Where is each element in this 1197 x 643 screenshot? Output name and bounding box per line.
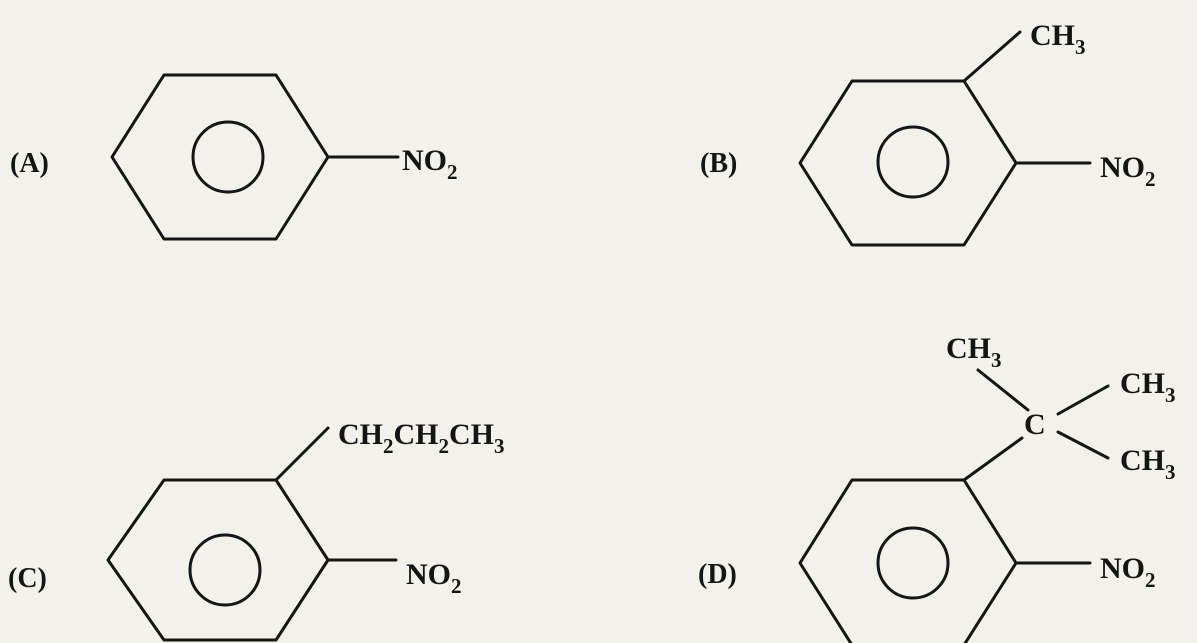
bond-central-carbon-d [962, 436, 1024, 482]
option-label-a: (A) [10, 148, 49, 179]
benzene-ring-c [106, 478, 330, 642]
benzene-ring-b [798, 79, 1018, 247]
benzene-ring-d [798, 478, 1018, 643]
option-label-b: (B) [700, 148, 737, 179]
option-label-c: (C) [8, 563, 47, 594]
option-label-d: (D) [698, 559, 737, 590]
structure-b: (B) CH3 NO2 [700, 19, 1156, 247]
benzene-ring-a [110, 73, 330, 241]
bond-propyl-c [274, 426, 330, 482]
bond-methyl-top-d [976, 368, 1030, 412]
methyl-right-lower-d: CH3 [1120, 444, 1176, 484]
propyl-group-c: CH2CH2CH3 [338, 418, 505, 458]
nitro-group-d: NO2 [1100, 552, 1156, 592]
structure-a: (A) NO2 [10, 73, 458, 241]
central-carbon-d: C [1024, 408, 1046, 441]
nitro-group-b: NO2 [1100, 151, 1156, 191]
methyl-group-b: CH3 [1030, 19, 1086, 59]
methyl-top-d: CH3 [946, 332, 1002, 372]
structure-d: (D) C CH3 CH3 CH3 NO2 [698, 332, 1176, 643]
bond-methyl-right-upper-d [1056, 384, 1110, 416]
nitro-group-c: NO2 [406, 558, 462, 598]
aromatic-circle-c [188, 533, 262, 607]
nitro-group-a: NO2 [402, 144, 458, 184]
bond-methyl-right-lower-d [1056, 430, 1110, 460]
structure-c: (C) CH2CH2CH3 NO2 [8, 418, 505, 642]
bond-methyl-b [962, 30, 1022, 83]
aromatic-circle-a [191, 120, 265, 194]
methyl-right-upper-d: CH3 [1120, 367, 1176, 407]
aromatic-circle-b [876, 125, 950, 199]
aromatic-circle-d [876, 526, 950, 600]
